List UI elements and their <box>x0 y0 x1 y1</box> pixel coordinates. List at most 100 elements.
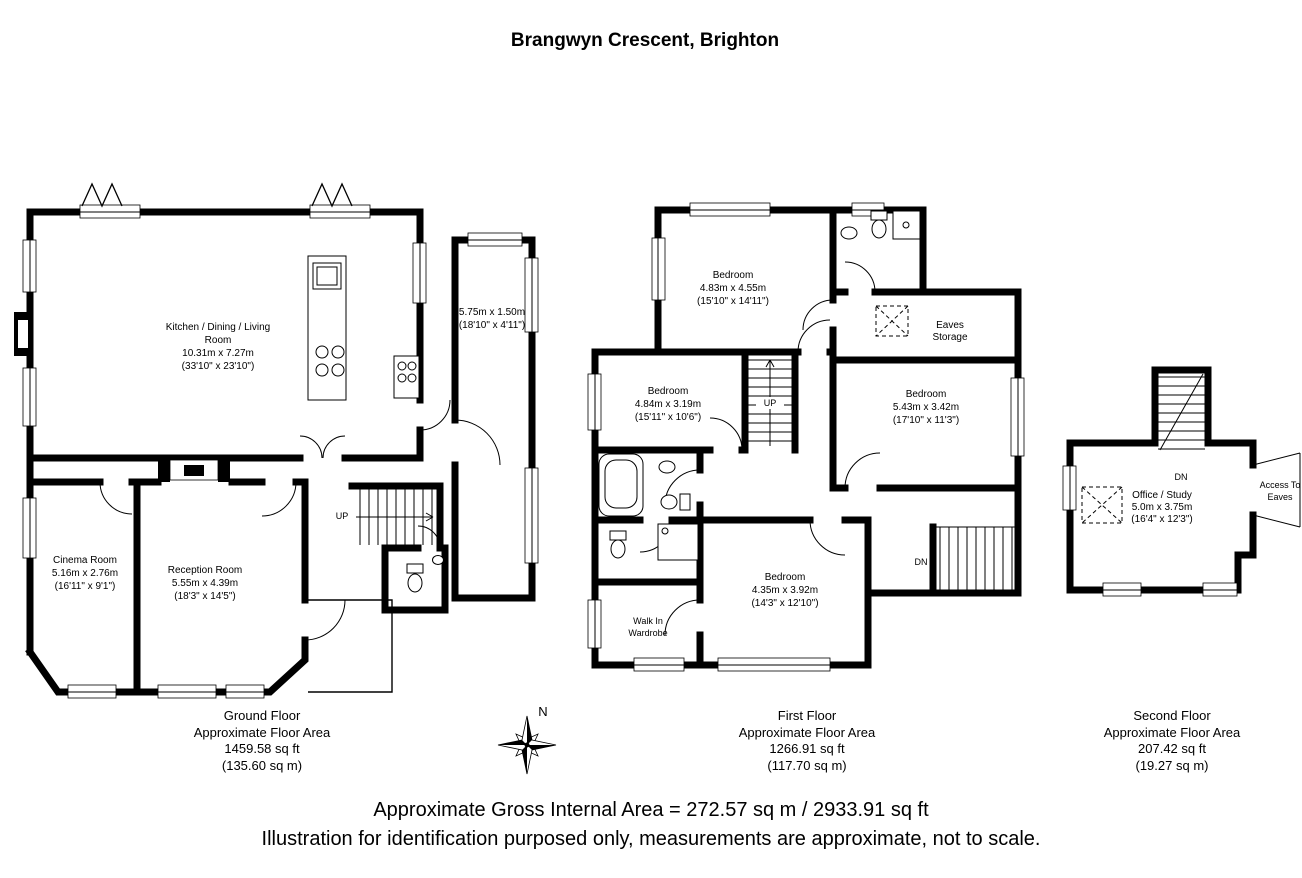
door-arc <box>419 399 451 431</box>
narrow-room-imperial: (18'10" x 4'11") <box>459 320 525 331</box>
compass-north-label: N <box>538 704 547 719</box>
page-title: Brangwyn Crescent, Brighton <box>511 30 779 51</box>
office-imperial: (16'4" x 12'3") <box>1131 514 1193 525</box>
ground-floor-thin <box>29 182 533 693</box>
bedroom2-metric: 4.84m x 3.19m <box>635 399 701 410</box>
zigzag-break-icon <box>311 182 353 208</box>
second-floor-walls <box>1066 366 1257 594</box>
first-floor-fixtures <box>598 210 921 561</box>
door-arc <box>417 525 441 549</box>
hob-icon <box>315 345 329 359</box>
chimney-icon <box>14 312 32 356</box>
stairs-up-label: UP <box>764 398 777 408</box>
reception-label: Reception Room <box>168 565 242 576</box>
ground-floor-labels: Kitchen / Dining / Living Room 10.31m x … <box>52 307 525 602</box>
eaves-access-outline <box>1252 452 1301 528</box>
first-floor-plan: Bedroom 4.83m x 4.55m (15'10" x 14'11") … <box>587 202 1025 672</box>
access-eaves-label: Access To <box>1260 480 1301 490</box>
floor-captions: Ground Floor Approximate Floor Area 1459… <box>194 708 1241 773</box>
bedroom4-imperial: (14'3" x 12'10") <box>751 598 818 609</box>
kitchen-label-2: Room <box>205 335 232 346</box>
access-eaves-label-2: Eaves <box>1267 492 1293 502</box>
first-floor-labels: Bedroom 4.83m x 4.55m (15'10" x 14'11") … <box>628 270 968 638</box>
ground-floor-windows <box>22 204 539 699</box>
sink-icon <box>658 460 676 474</box>
second-floor-windows <box>1062 465 1238 597</box>
stairs-down-label: DN <box>915 557 928 567</box>
office-metric: 5.0m x 3.75m <box>1132 502 1193 513</box>
reception-imperial: (18'3" x 14'5") <box>174 591 236 602</box>
cinema-metric: 5.16m x 2.76m <box>52 568 118 579</box>
door-arc <box>99 481 133 515</box>
footer: Approximate Gross Internal Area = 272.57… <box>262 799 1041 850</box>
zigzag-break-icon <box>81 182 123 208</box>
kitchen-label: Kitchen / Dining / Living <box>166 322 271 333</box>
first-floor-sqm: (117.70 sq m) <box>767 758 846 773</box>
narrow-room-metric: 5.75m x 1.50m <box>459 307 525 318</box>
bedroom2-imperial: (15'11" x 10'6") <box>635 412 701 423</box>
bedroom4-label: Bedroom <box>765 572 806 583</box>
first-floor-sqft: 1266.91 sq ft <box>769 741 845 756</box>
eaves-storage-label-2: Storage <box>932 332 967 343</box>
kitchen-metric: 10.31m x 7.27m <box>182 348 254 359</box>
eaves-storage-label: Eaves <box>936 320 964 331</box>
ground-floor-walls <box>25 208 536 696</box>
bedroom3-metric: 5.43m x 3.42m <box>893 402 959 413</box>
office-label: Office / Study <box>1132 490 1192 501</box>
reception-metric: 5.55m x 4.39m <box>172 578 238 589</box>
first-floor-caption: First Floor <box>778 708 837 723</box>
door-arc <box>664 599 701 636</box>
second-floor-caption: Second Floor <box>1133 708 1211 723</box>
toilet-icon <box>679 493 691 511</box>
ground-floor-sqft: 1459.58 sq ft <box>224 741 300 756</box>
ground-floor-sqm: (135.60 sq m) <box>222 758 302 773</box>
toilet-icon <box>406 563 424 574</box>
door-arc <box>299 435 323 459</box>
door-arc <box>802 299 834 331</box>
stairs-icon <box>933 526 1018 590</box>
wardrobe-label-2: Wardrobe <box>628 628 667 638</box>
bedroom3-label: Bedroom <box>906 389 947 400</box>
bedroom1-label: Bedroom <box>713 270 754 281</box>
first-floor-area-label: Approximate Floor Area <box>739 725 876 740</box>
fireplace-icon <box>158 458 230 482</box>
toilet-icon <box>609 530 627 541</box>
door-arc <box>797 319 831 353</box>
ground-floor-area-label: Approximate Floor Area <box>194 725 331 740</box>
second-floor-area-label: Approximate Floor Area <box>1104 725 1241 740</box>
door-arc <box>304 599 346 641</box>
bedroom1-imperial: (15'10" x 14'11") <box>697 296 769 307</box>
door-arc <box>809 519 846 556</box>
ground-floor-caption: Ground Floor <box>224 708 301 723</box>
bedroom3-imperial: (17'10" x 11'3") <box>893 415 959 426</box>
bedroom4-metric: 4.35m x 3.92m <box>752 585 818 596</box>
kitchen-imperial: (33'10" x 23'10") <box>182 361 255 372</box>
second-floor-thin <box>1069 373 1301 591</box>
eaves-hatch-icon <box>875 305 909 337</box>
ground-floor-plan: Kitchen / Dining / Living Room 10.31m x … <box>14 182 539 699</box>
door-arc <box>709 417 743 451</box>
door-arc <box>261 481 297 517</box>
sink-icon <box>840 226 858 240</box>
bedroom2-label: Bedroom <box>648 386 689 397</box>
skylight-icon <box>1081 486 1123 524</box>
door-arc <box>454 419 501 466</box>
wardrobe-label: Walk In <box>633 616 663 626</box>
door-arc <box>322 435 346 459</box>
second-floor-plan: Office / Study 5.0m x 3.75m (16'4" x 12'… <box>1062 366 1301 597</box>
second-floor-labels: Office / Study 5.0m x 3.75m (16'4" x 12'… <box>1131 472 1300 525</box>
cinema-imperial: (16'11" x 9'1") <box>55 581 116 592</box>
door-arc <box>844 452 881 489</box>
toilet-icon <box>870 210 888 221</box>
disclaimer: Illustration for identification purposed… <box>262 828 1041 850</box>
stairs-down-label: DN <box>1175 472 1188 482</box>
door-arc <box>844 261 876 293</box>
porch-outline <box>306 599 393 693</box>
kitchen-island <box>307 255 420 401</box>
wc-fixtures <box>406 555 444 593</box>
second-floor-sqm: (19.27 sq m) <box>1136 758 1209 773</box>
stairs-up-label: UP <box>336 511 349 521</box>
sink-icon <box>432 555 444 565</box>
